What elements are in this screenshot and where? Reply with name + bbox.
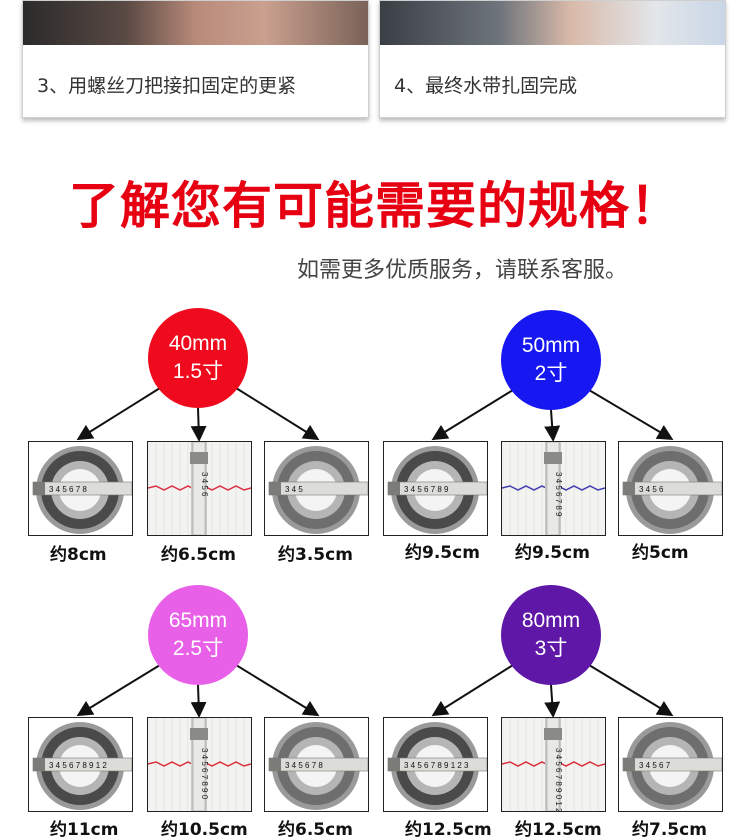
- step-label: 3、用螺丝刀把接扣固定的更紧: [37, 75, 297, 97]
- size-cun: 3寸: [534, 637, 568, 660]
- size-caption: 约6.5cm: [278, 820, 353, 840]
- size-caption: 约3.5cm: [278, 545, 353, 565]
- spec-thumbnail: 3 4 5 6 7 8: [28, 441, 133, 536]
- size-mm: 80mm: [521, 609, 581, 632]
- coupling-photo: 3 4 5 6: [619, 442, 722, 535]
- svg-text:3 4 5 6: 3 4 5 6: [639, 485, 664, 494]
- spec-thumbnail: 3 4 5 6 7 8 9 1 2 3: [383, 717, 488, 812]
- spec-thumbnail: 3 4 5 6: [618, 441, 723, 536]
- hose-photo: 3 4 5 6 7 8 9 0 1 2: [502, 718, 605, 811]
- coupling-photo: 3 4 5 6 7 8: [265, 718, 368, 811]
- spec-thumbnail: 3 4 5 6 7 8 9 0 1 2: [501, 717, 606, 812]
- size-caption: 约8cm: [50, 545, 107, 565]
- size-badge: 50mm 2寸: [501, 310, 601, 410]
- size-cun: 2寸: [534, 362, 568, 385]
- arrow: [235, 387, 320, 441]
- step-card-3: 3、用螺丝刀把接扣固定的更紧: [22, 0, 369, 118]
- arrow: [235, 664, 320, 717]
- size-mm: 50mm: [521, 334, 581, 357]
- size-badge: 65mm 2.5寸: [148, 585, 248, 685]
- spec-thumbnail: 3 4 5 6 7: [618, 717, 723, 812]
- svg-text:3 4 5: 3 4 5: [285, 485, 303, 494]
- arrow: [190, 684, 207, 718]
- arrow: [544, 684, 561, 718]
- spec-thumbnail: 3 4 5 6: [147, 441, 252, 536]
- size-cun: 2.5寸: [172, 637, 224, 660]
- svg-text:3 4 5 6: 3 4 5 6: [200, 472, 209, 497]
- coupling-photo: 3 4 5 6 7 8 9 1 2 3: [384, 718, 487, 811]
- arrow: [431, 664, 514, 717]
- svg-text:3 4 5 6 7 8: 3 4 5 6 7 8: [49, 485, 87, 494]
- svg-text:3 4 5 6 7 8: 3 4 5 6 7 8: [285, 761, 323, 770]
- size-cun: 1.5寸: [172, 360, 224, 383]
- size-badge: 40mm 1.5寸: [148, 308, 248, 408]
- spec-thumbnail: 3 4 5 6 7 8: [264, 717, 369, 812]
- size-caption: 约12.5cm: [515, 820, 602, 840]
- arrow: [588, 664, 674, 717]
- svg-text:3 4 5 6 7 8 9 1 2 3: 3 4 5 6 7 8 9 1 2 3: [404, 761, 469, 770]
- size-caption: 约12.5cm: [405, 820, 492, 840]
- size-caption: 约6.5cm: [161, 545, 236, 565]
- svg-text:3 4 5 6 7 8 9: 3 4 5 6 7 8 9: [404, 485, 449, 494]
- step-photo: [380, 1, 725, 45]
- hose-photo: 3 4 5 6: [148, 442, 251, 535]
- hose-photo: 3 4 5 6 7 8 9: [502, 442, 605, 535]
- svg-text:3 4 5 6 7: 3 4 5 6 7: [639, 761, 671, 770]
- size-mm: 65mm: [168, 609, 228, 632]
- arrow: [76, 387, 161, 441]
- size-badge: 80mm 3寸: [501, 585, 601, 685]
- spec-thumbnail: 3 4 5 6 7 8 9: [383, 441, 488, 536]
- size-caption: 约7.5cm: [632, 820, 707, 840]
- coupling-photo: 3 4 5 6 7: [619, 718, 722, 811]
- arrow: [76, 664, 161, 717]
- step-photo: [23, 1, 368, 45]
- coupling-photo: 3 4 5: [265, 442, 368, 535]
- size-caption: 约5cm: [632, 543, 689, 563]
- size-caption: 约9.5cm: [515, 543, 590, 563]
- arrow: [431, 389, 514, 441]
- arrow: [544, 409, 561, 442]
- size-caption: 约10.5cm: [161, 820, 248, 840]
- step-label: 4、最终水带扎固完成: [394, 75, 578, 97]
- step-card-4: 4、最终水带扎固完成: [379, 0, 726, 118]
- svg-text:3 4 5 6 7 8 9 0 1 2: 3 4 5 6 7 8 9 0 1 2: [554, 748, 563, 811]
- size-caption: 约11cm: [50, 820, 119, 840]
- contact-note: 如需更多优质服务，请联系客服。: [297, 258, 628, 283]
- coupling-photo: 3 4 5 6 7 8 9 1 2: [29, 718, 132, 811]
- size-mm: 40mm: [168, 332, 228, 355]
- coupling-photo: 3 4 5 6 7 8 9: [384, 442, 487, 535]
- svg-text:3 4 5 6 7 8 9: 3 4 5 6 7 8 9: [554, 472, 563, 517]
- spec-thumbnail: 3 4 5 6 7 8 9 1 2: [28, 717, 133, 812]
- page-title: 了解您有可能需要的规格！: [69, 177, 681, 235]
- svg-text:3 4 5 6 7 8 9 0: 3 4 5 6 7 8 9 0: [200, 748, 209, 800]
- spec-thumbnail: 3 4 5 6 7 8 9: [501, 441, 606, 536]
- size-caption: 约9.5cm: [405, 543, 480, 563]
- arrow: [190, 407, 207, 442]
- arrow: [588, 389, 674, 441]
- svg-text:3 4 5 6 7 8 9 1 2: 3 4 5 6 7 8 9 1 2: [49, 761, 107, 770]
- spec-thumbnail: 3 4 5 6 7 8 9 0: [147, 717, 252, 812]
- spec-thumbnail: 3 4 5: [264, 441, 369, 536]
- hose-photo: 3 4 5 6 7 8 9 0: [148, 718, 251, 811]
- coupling-photo: 3 4 5 6 7 8: [29, 442, 132, 535]
